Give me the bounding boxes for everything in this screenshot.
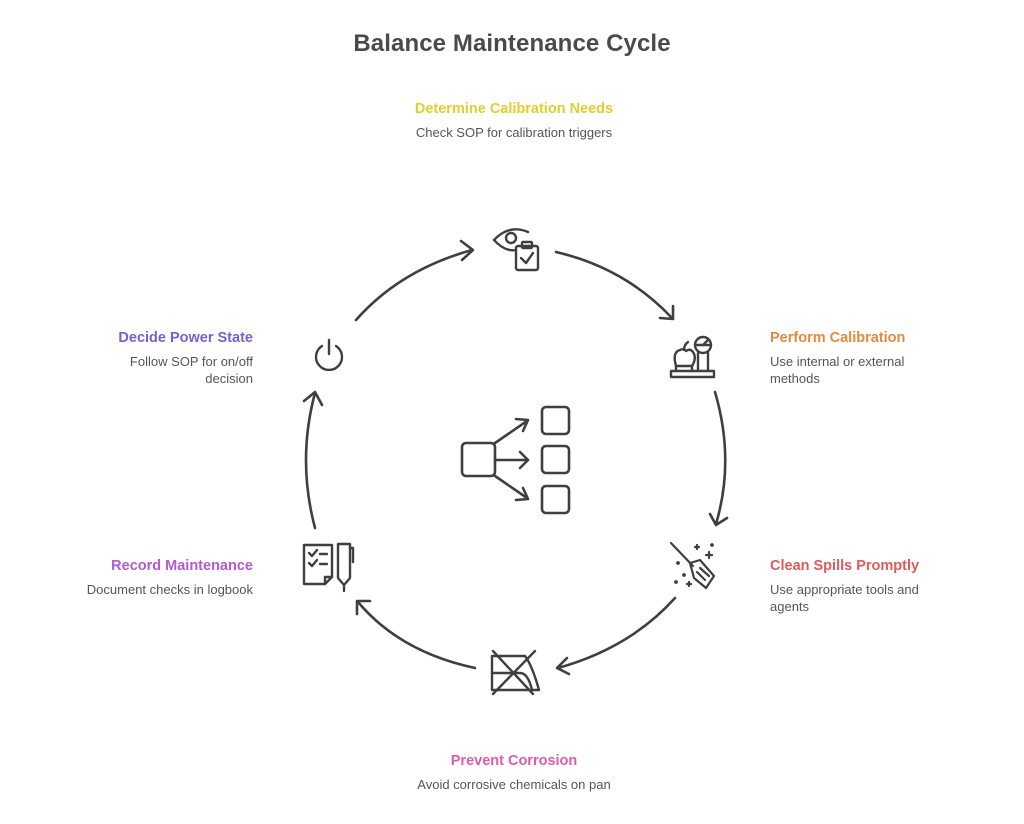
arrow-calibration-to-clean xyxy=(708,390,729,527)
arrow-corrosion-to-record xyxy=(355,599,477,670)
arrow-calibration-needs-to-calibration xyxy=(554,250,675,321)
arrow-record-to-power xyxy=(302,390,324,530)
checklist-pen-icon xyxy=(302,542,355,593)
step-heading: Prevent Corrosion xyxy=(450,753,578,769)
step-perform-calibration: Perform Calibration Use internal or exte… xyxy=(770,329,950,387)
step-heading: Determine Calibration Needs xyxy=(414,101,614,117)
branching-flow-icon xyxy=(460,405,571,515)
broom-sparkle-icon xyxy=(669,541,716,590)
eye-clipboard-check-icon xyxy=(492,228,540,272)
step-description: Use internal or external methods xyxy=(770,354,905,386)
step-description: Follow SOP for on/off decision xyxy=(129,354,253,386)
step-heading: Perform Calibration xyxy=(770,330,906,346)
no-chemical-pan-icon xyxy=(490,649,541,696)
step-determine-calibration-needs: Determine Calibration Needs Check SOP fo… xyxy=(412,100,616,141)
arrow-clean-to-corrosion xyxy=(555,596,677,676)
diagram-title: Balance Maintenance Cycle xyxy=(353,30,671,57)
power-icon xyxy=(314,338,344,372)
step-description: Check SOP for calibration triggers xyxy=(415,125,613,140)
step-description: Use appropriate tools and agents xyxy=(770,582,919,614)
scale-apple-icon xyxy=(669,335,716,379)
step-description: Avoid corrosive chemicals on pan xyxy=(417,777,611,792)
step-description: Document checks in logbook xyxy=(86,582,253,597)
arrow-power-to-calibration-needs xyxy=(354,239,475,322)
step-decide-power-state: Decide Power State Follow SOP for on/off… xyxy=(93,329,253,387)
step-heading: Decide Power State xyxy=(118,330,253,346)
step-heading: Clean Spills Promptly xyxy=(770,558,920,574)
step-clean-spills-promptly: Clean Spills Promptly Use appropriate to… xyxy=(770,557,950,615)
step-record-maintenance: Record Maintenance Document checks in lo… xyxy=(53,557,253,598)
step-heading: Record Maintenance xyxy=(111,558,253,574)
step-prevent-corrosion: Prevent Corrosion Avoid corrosive chemic… xyxy=(412,752,616,793)
